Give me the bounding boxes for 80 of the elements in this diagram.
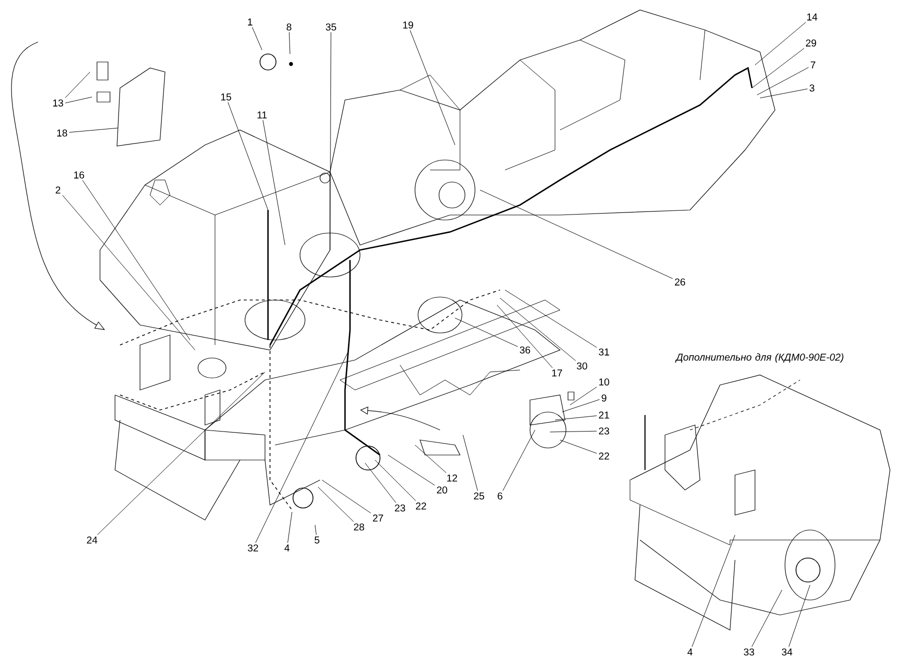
callout-number: 14 bbox=[807, 14, 818, 20]
leader-line bbox=[754, 22, 806, 66]
leader-line bbox=[550, 430, 597, 432]
leader-line bbox=[82, 180, 190, 340]
leader-line bbox=[287, 512, 292, 544]
leader-line bbox=[318, 486, 354, 522]
leader-line bbox=[562, 399, 600, 412]
leader-line bbox=[364, 462, 396, 503]
leader-line bbox=[414, 444, 446, 474]
leader-line bbox=[288, 32, 290, 54]
callout-number: 4 bbox=[687, 648, 692, 656]
caption-note: Дополнительно для (КДМ0-90Е-02) bbox=[675, 353, 844, 363]
callout-number: 8 bbox=[286, 23, 292, 31]
callout-number: 23 bbox=[394, 504, 406, 512]
leader-line bbox=[462, 434, 478, 491]
callout-number: 12 bbox=[447, 474, 458, 482]
leader-line bbox=[760, 88, 808, 98]
callout-number: 2 bbox=[56, 186, 60, 194]
callout-number: 35 bbox=[326, 23, 336, 31]
leader-line bbox=[500, 298, 576, 361]
leader-line bbox=[410, 30, 456, 146]
leader-line bbox=[374, 460, 416, 502]
callout-number: 7 bbox=[810, 62, 816, 68]
callout-number: 34 bbox=[782, 648, 792, 656]
leader-line bbox=[788, 584, 810, 647]
leader-line bbox=[65, 96, 92, 104]
callout-number: 36 bbox=[520, 346, 530, 354]
callout-number: 3 bbox=[810, 84, 814, 92]
callout-number: 33 bbox=[744, 648, 754, 656]
callout-number: 5 bbox=[314, 536, 320, 544]
callout-number: 10 bbox=[599, 378, 610, 386]
callout-number: 11 bbox=[258, 112, 267, 118]
callout-number: 21 bbox=[598, 412, 610, 418]
callout-number: 27 bbox=[372, 514, 384, 522]
leader-line bbox=[252, 26, 262, 50]
callout-number: 9 bbox=[602, 394, 606, 402]
leader-line bbox=[454, 318, 518, 347]
leader-line bbox=[322, 480, 371, 514]
leader-line bbox=[330, 32, 332, 250]
callout-number: 25 bbox=[474, 492, 484, 500]
callout-number: 16 bbox=[74, 171, 84, 179]
callout-number: 24 bbox=[86, 536, 98, 544]
leader-line bbox=[65, 72, 90, 98]
leader-line bbox=[560, 440, 597, 454]
callout-number: 30 bbox=[576, 362, 588, 370]
leader-line bbox=[255, 352, 348, 543]
leader-line bbox=[504, 290, 597, 348]
callout-number: 28 bbox=[354, 523, 364, 531]
leader-line bbox=[554, 415, 597, 420]
leader-line bbox=[62, 194, 196, 350]
callout-number: 26 bbox=[674, 278, 686, 286]
leader-line bbox=[570, 386, 597, 406]
leader-line bbox=[388, 454, 435, 486]
leader-line bbox=[228, 102, 268, 210]
callout-number: 17 bbox=[552, 370, 562, 376]
callout-number: 29 bbox=[806, 39, 816, 47]
callout-number: 22 bbox=[598, 452, 610, 460]
leader-line bbox=[314, 524, 317, 536]
callout-number: 31 bbox=[598, 348, 610, 356]
callout-number: 23 bbox=[598, 427, 610, 435]
callout-number: 19 bbox=[403, 21, 414, 29]
callout-number: 1 bbox=[248, 18, 252, 26]
callout-number: 15 bbox=[221, 94, 232, 100]
callout-number: 4 bbox=[284, 544, 290, 552]
leader-line bbox=[752, 48, 804, 88]
callout-number: 20 bbox=[436, 486, 448, 494]
leader-line bbox=[756, 67, 809, 96]
callout-number: 6 bbox=[498, 492, 502, 500]
leader-line bbox=[480, 190, 673, 279]
leader-line bbox=[262, 120, 286, 246]
callout-number: 13 bbox=[53, 99, 64, 107]
leader-line bbox=[752, 590, 782, 647]
leader-line bbox=[97, 372, 266, 536]
callout-number: 22 bbox=[416, 502, 426, 510]
callout-number: 32 bbox=[248, 544, 258, 552]
leader-line bbox=[496, 304, 553, 368]
leader-line bbox=[692, 534, 736, 648]
leader-line bbox=[69, 128, 118, 133]
callout-number: 18 bbox=[57, 129, 68, 137]
leader-line bbox=[502, 430, 536, 491]
